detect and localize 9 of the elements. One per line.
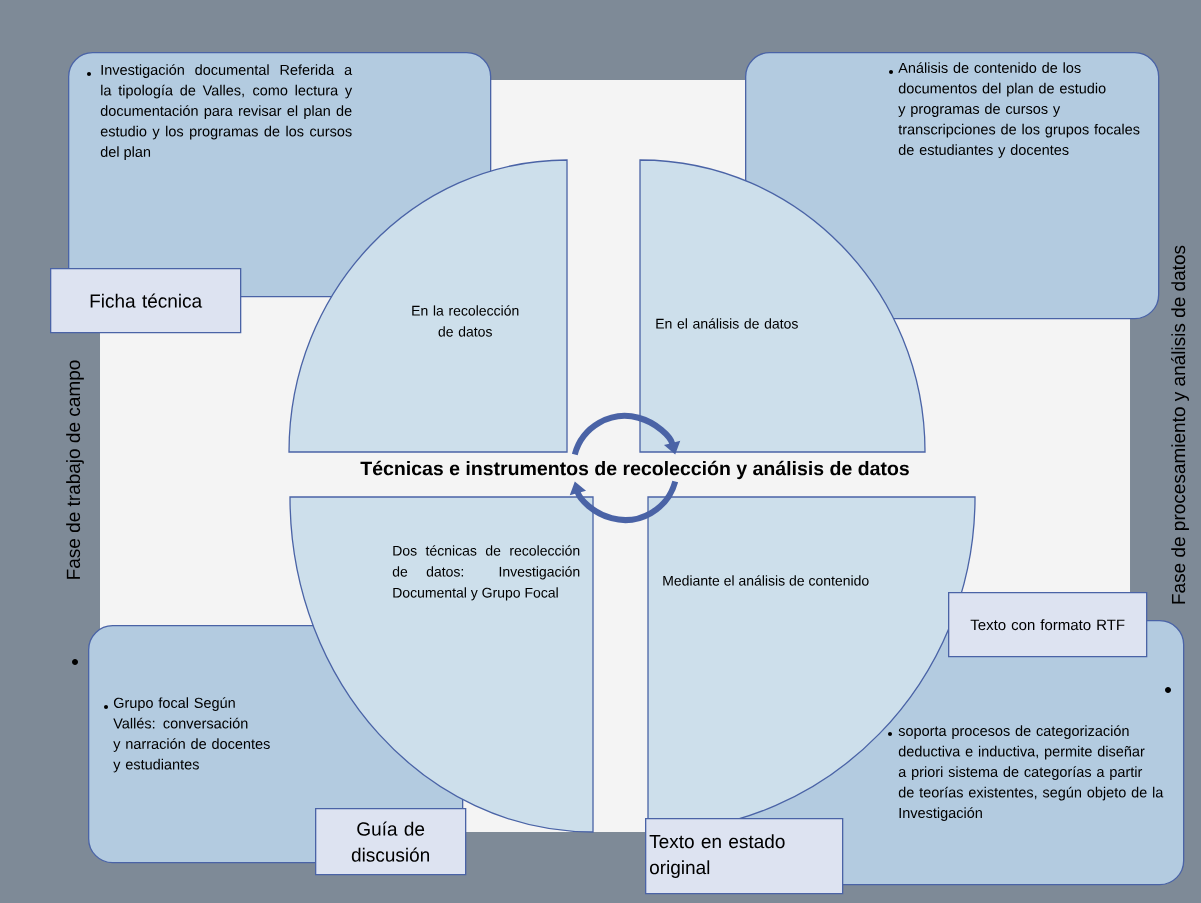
cycle-arrow	[571, 413, 681, 456]
label-box: Texto con formato RTF	[948, 592, 1148, 658]
phase-label: Fase de trabajo de campo	[66, 360, 84, 579]
cycle-arrow	[569, 480, 679, 523]
label-box: Ficha técnica	[50, 268, 242, 334]
phase-label: Fase de procesamiento y análisis de datos	[1171, 245, 1189, 604]
label-box: Guía de discusión	[315, 808, 467, 876]
label-box: Texto en estado original	[645, 818, 844, 895]
diagram-title: Técnicas e instrumentos de recolección y análisis de datos	[360, 460, 909, 480]
